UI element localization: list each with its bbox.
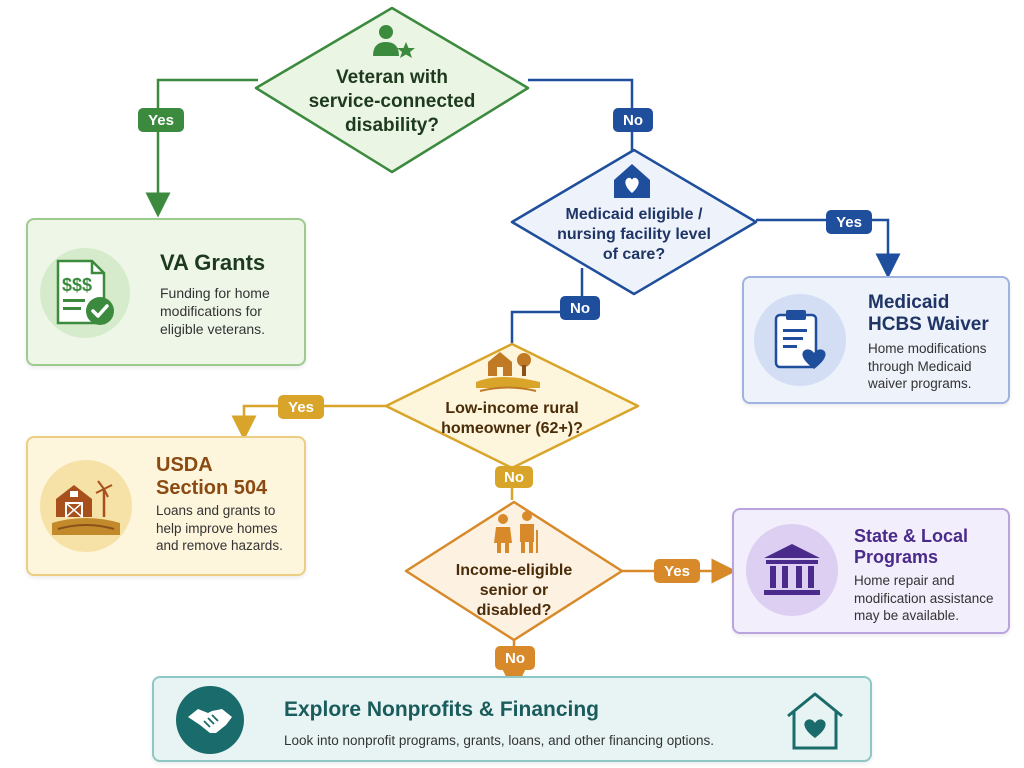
text-line: Home repair and (854, 573, 955, 588)
label-veteran-yes: Yes (138, 108, 184, 132)
text-line: disability? (345, 114, 439, 136)
decision-rural-text: Low-income rural homeowner (62+)? (410, 396, 614, 442)
text-line: homeowner (62+)? (441, 420, 583, 437)
text-line: modification assistance (854, 590, 994, 606)
text-line: eligible veterans. (160, 321, 266, 338)
text-line: modifications for (160, 303, 262, 320)
home-heart-icon (614, 164, 650, 198)
label-rural-yes: Yes (278, 395, 324, 419)
connector-veteran-yes (145, 78, 258, 218)
veteran-star-icon (373, 25, 415, 58)
grant-document-check-icon: $$$ (40, 248, 130, 338)
text-line: Medicaid (868, 292, 950, 313)
text-line: Explore Nonprofits & Financing (284, 698, 600, 721)
text-line: Programs (854, 546, 939, 567)
decision-medicaid-shape (510, 148, 758, 296)
text-line: service-connected (308, 91, 476, 113)
text-line: Section 504 (156, 477, 268, 499)
result-explore-nonprofits: Explore Nonprofits & Financing Look into… (152, 676, 872, 762)
text-line: help improve homes (156, 520, 278, 536)
label-medicaid-yes: Yes (826, 210, 872, 234)
result-hcbs-desc: Home modifications through Medicaid waiver… (868, 340, 987, 393)
result-va-grants: $$$ VA Grants Funding for home modificati… (26, 218, 306, 366)
connector-medicaid-no (510, 268, 584, 344)
text-line: nursing facility level (557, 226, 711, 243)
text-line: Look into nonprofit programs, grants, lo… (284, 733, 715, 748)
text-line: Low-income rural (445, 400, 579, 417)
text-line: Home modifications (868, 341, 987, 356)
decision-income-shape (404, 500, 624, 642)
connector-rural-yes (231, 404, 386, 441)
label-income-no: No (495, 646, 535, 670)
text-line: VA Grants (160, 250, 266, 275)
result-state-desc: Home repair and modification assistance ma… (854, 572, 994, 625)
decision-income-text: Income-eligible senior or disabled? (428, 558, 600, 624)
decision-medicaid-text: Medicaid eligible / nursing facility leve… (536, 202, 732, 268)
result-usda-desc: Loans and grants to help improve homes and… (156, 502, 283, 555)
house-heart-icon (780, 686, 850, 754)
result-explore-title: Explore Nonprofits & Financing (284, 698, 599, 722)
text-line: Funding for home (160, 285, 270, 301)
text-line: Loans and grants to (156, 503, 276, 518)
text-line: Veteran with (336, 67, 448, 89)
government-building-icon (746, 524, 838, 616)
result-va-title: VA Grants (160, 250, 265, 275)
text-line: and remove hazards. (156, 538, 283, 554)
clipboard-heart-icon (754, 294, 846, 386)
svg-text:$$$: $$$ (62, 275, 92, 295)
seniors-icon (494, 511, 538, 553)
label-veteran-no: No (613, 108, 653, 132)
farmhouse-icon (476, 352, 540, 392)
text-line: waiver programs. (868, 376, 972, 392)
text-line: USDA (156, 454, 213, 476)
text-line: senior or (479, 582, 549, 599)
text-line: State & Local (854, 526, 969, 546)
text-line: of care? (602, 246, 666, 263)
label-rural-no: No (495, 466, 533, 488)
text-line: Medicaid eligible / (565, 206, 703, 223)
result-explore-desc: Look into nonprofit programs, grants, lo… (284, 732, 714, 750)
handshake-icon (176, 686, 244, 754)
text-line: disabled? (476, 602, 552, 619)
text-line: HCBS Waiver (868, 313, 989, 335)
text-line: may be available. (854, 608, 960, 624)
decision-veteran-shape (254, 6, 530, 174)
text-line: through Medicaid (868, 358, 972, 374)
label-medicaid-no: No (560, 296, 600, 320)
text-line: Income-eligible (455, 562, 573, 579)
connector-medicaid-yes (756, 218, 901, 279)
label-income-yes: Yes (654, 559, 700, 583)
barn-icon (40, 460, 132, 552)
